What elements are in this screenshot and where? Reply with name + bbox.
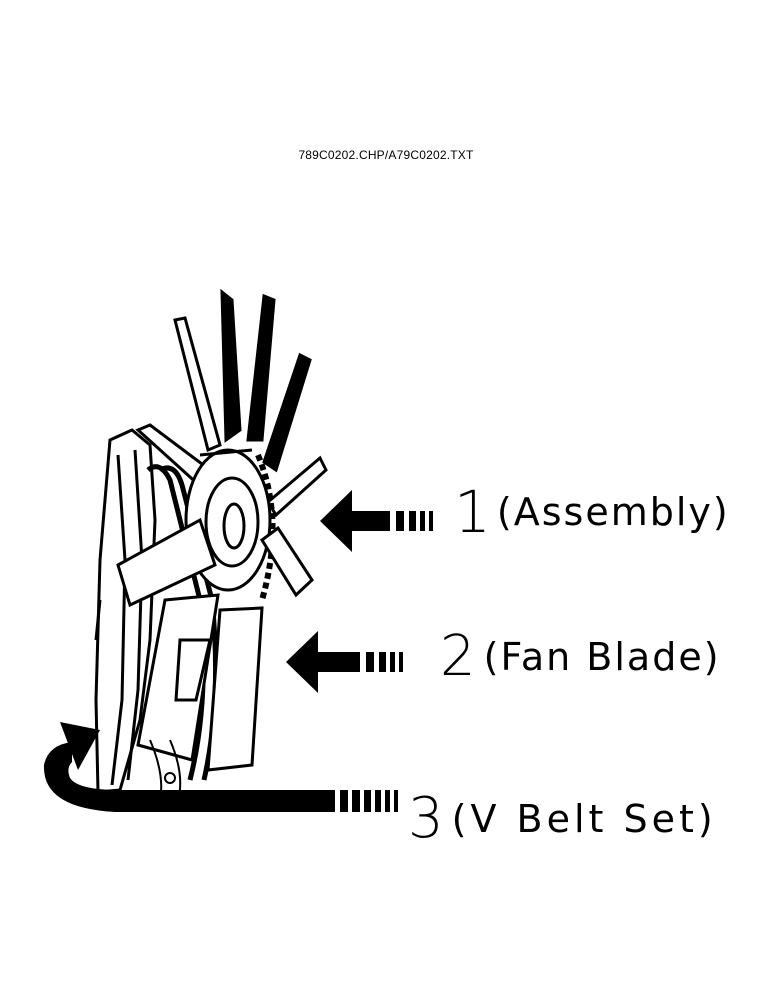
callout-label: (Fan Blade) bbox=[483, 634, 721, 679]
callout-arrow-3 bbox=[43, 722, 398, 812]
callout-number: 3 bbox=[408, 786, 444, 851]
radiator-shroud bbox=[94, 428, 157, 794]
callout-arrow-1 bbox=[320, 490, 433, 552]
callout-number: 1 bbox=[454, 478, 491, 546]
callout-label: (V Belt Set) bbox=[451, 796, 717, 841]
fan-blades-upper bbox=[135, 288, 328, 518]
callout-1: 1 (Assembly) bbox=[454, 478, 730, 546]
callout-arrow-2 bbox=[286, 631, 403, 693]
callout-label: (Assembly) bbox=[496, 490, 730, 534]
document-code: 789C0202.CHP/A79C0202.TXT bbox=[298, 148, 474, 162]
callout-number: 2 bbox=[440, 624, 476, 689]
callout-3: 3 (V Belt Set) bbox=[408, 786, 717, 851]
callout-2: 2 (Fan Blade) bbox=[440, 624, 721, 689]
fan-blades-lower bbox=[116, 517, 314, 772]
